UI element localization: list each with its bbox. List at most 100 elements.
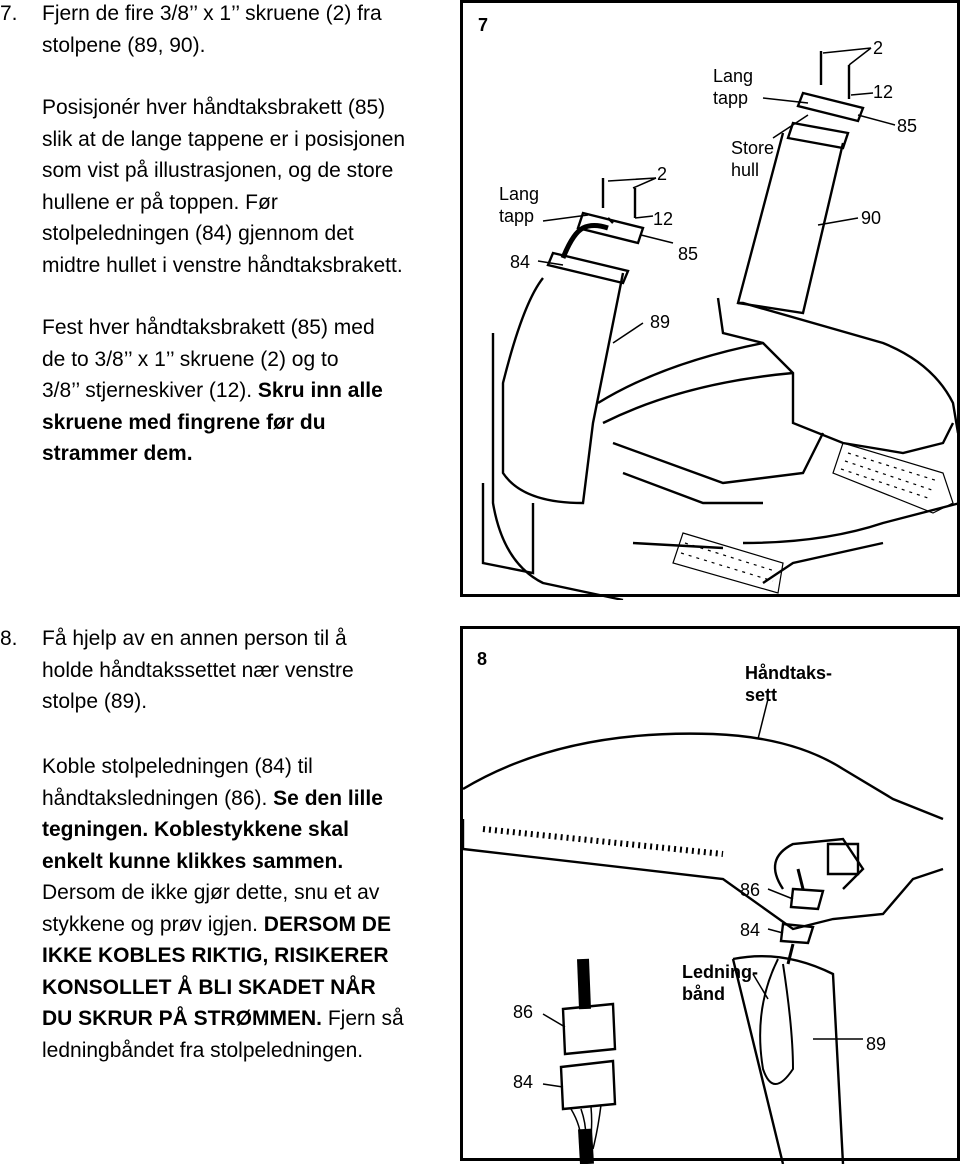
handlebar-bottom xyxy=(463,819,944,931)
deck-inner-1 xyxy=(612,432,825,485)
leader-85-right xyxy=(857,114,896,126)
callout-12-right: 12 xyxy=(873,82,894,102)
grip-pad-left xyxy=(672,532,784,594)
step-8-number: 8. xyxy=(0,627,18,650)
callout-handtakssett: Håndtaks- sett xyxy=(745,662,832,706)
leader-85-left xyxy=(640,234,674,244)
callout-lang-tapp-right: Lang tapp xyxy=(713,65,753,109)
figure-8-frame: 8 Håndtaks- sett 86 84 Ledning- bånd 89 … xyxy=(460,626,960,1164)
left-screws xyxy=(601,178,637,224)
text-line: DU SKRUR PÅ STRØMMEN. Fjern så xyxy=(42,1003,404,1035)
callout-store-hull: Store hull xyxy=(731,137,774,181)
text-line: Fjern de fire 3/8’’ x 1’’ skruene (2) fr… xyxy=(42,2,382,25)
leader-12-right xyxy=(850,92,874,96)
deck-inner-3 xyxy=(632,541,724,550)
callout-86-inset: 86 xyxy=(513,1002,534,1022)
inset-connector-84 xyxy=(559,1059,617,1111)
handlebar-vent xyxy=(482,826,724,857)
callout-90: 90 xyxy=(861,208,882,228)
text-line: slik at de lange tappene er i posisjonen xyxy=(42,127,406,151)
deck-rail-2 xyxy=(762,541,884,584)
callout-ledningband: Ledning- bånd xyxy=(682,961,758,1005)
figure-8-drawing xyxy=(463,698,944,1164)
handlebar-socket xyxy=(826,842,860,876)
callout-2-left: 2 xyxy=(657,164,668,184)
text-span: Fjern så xyxy=(322,1007,404,1030)
tie-strap xyxy=(759,958,795,1085)
leader-84-top xyxy=(767,928,784,934)
inset-wire-top xyxy=(577,958,591,1010)
right-screws xyxy=(819,51,851,99)
leader-86-inset xyxy=(542,1013,566,1028)
figure-7-number: 7 xyxy=(478,15,489,35)
callout-line: sett xyxy=(745,685,778,705)
bold-text: tegningen. Koblestykkene skal xyxy=(42,818,349,841)
right-upright-top xyxy=(786,121,850,150)
leader-handtakssett xyxy=(757,698,769,740)
text-span: 3/8’’ stjerneskiver (12). xyxy=(42,379,258,402)
leader-ledningband xyxy=(752,973,769,1000)
callout-line: Lang xyxy=(499,184,540,204)
inset-connector-86 xyxy=(561,1002,617,1056)
callout-lang-tapp-left: Lang tapp xyxy=(499,183,539,227)
text-line: ledningbåndet fra stolpeledningen. xyxy=(42,1038,364,1062)
callout-85-left: 85 xyxy=(678,244,699,264)
leader-lang-left xyxy=(542,214,589,222)
step-8-paragraph-2: Koble stolpeledningen (84) til håndtaksl… xyxy=(42,751,404,1066)
figure-7-frame: 7 Lang tapp 84 2 12 85 89 Lang tapp Stor… xyxy=(460,0,960,600)
text-line: Koble stolpeledningen (84) til xyxy=(42,755,313,778)
callout-line: tapp xyxy=(713,88,749,108)
figure-8-number: 8 xyxy=(477,649,488,669)
callout-2-right: 2 xyxy=(873,38,884,58)
bold-text: DU SKRUR PÅ STRØMMEN. xyxy=(42,1007,323,1030)
step-7-number: 7. xyxy=(0,2,18,25)
text-line: hullene er på toppen. Før xyxy=(42,190,278,214)
callout-line: tapp xyxy=(499,206,535,226)
wire-84 xyxy=(786,943,795,965)
leader-lang-right xyxy=(762,97,809,104)
callout-line: Ledning- xyxy=(682,962,758,982)
leader-84-inset xyxy=(542,1083,564,1088)
base-outline xyxy=(491,333,624,600)
deck-edge-1 xyxy=(597,341,764,405)
leader-2-left xyxy=(607,177,657,189)
bold-text: IKKE KOBLES RIKTIG, RISIKERER xyxy=(42,944,389,967)
right-bracket xyxy=(796,91,865,123)
connector-86 xyxy=(789,887,825,911)
leader-90 xyxy=(817,217,859,226)
text-line: som vist på illustrasjonen, og de store xyxy=(42,159,394,182)
callout-line: Store xyxy=(731,138,775,158)
callout-line: Lang xyxy=(713,66,754,86)
bold-text: DERSOM DE xyxy=(263,912,391,936)
text-line: Posisjonér hver håndtaksbrakett (85) xyxy=(42,96,386,119)
bold-text: Skru inn alle xyxy=(257,379,383,402)
text-line: stolpe (89). xyxy=(42,690,148,713)
upright-89 xyxy=(731,954,845,1164)
text-line: strammer dem. xyxy=(42,438,383,470)
callout-line: Håndtaks- xyxy=(745,663,833,683)
leader-2-right xyxy=(822,47,872,66)
callout-84: 84 xyxy=(510,252,531,272)
callout-89: 89 xyxy=(650,312,671,332)
handlebar-end xyxy=(773,837,865,890)
text-line: tegningen. Koblestykkene skal xyxy=(42,814,404,846)
callout-84-top: 84 xyxy=(740,920,761,940)
text-line: stykkene og prøv igjen. DERSOM DE xyxy=(42,909,404,941)
text-line: 3/8’’ stjerneskiver (12). Skru inn alle xyxy=(42,375,383,407)
callout-line: hull xyxy=(731,160,760,180)
deck-rail xyxy=(742,501,960,545)
step-7-paragraph-2: Posisjonér hver håndtaksbrakett (85) sli… xyxy=(42,92,405,281)
callout-84-inset: 84 xyxy=(513,1072,534,1092)
callout-85-right: 85 xyxy=(897,116,918,136)
text-line: håndtaksledningen (86). Se den lille xyxy=(42,783,404,815)
text-line: Dersom de ikke gjør dette, snu et av xyxy=(42,881,380,904)
text-span: stykkene og prøv igjen. xyxy=(42,912,264,936)
leader-12-left xyxy=(634,215,654,219)
right-upright xyxy=(736,132,845,315)
callout-line: bånd xyxy=(682,984,725,1004)
step-7-paragraph-3: Fest hver håndtaksbrakett (85) med de to… xyxy=(42,312,383,470)
handlebar-top xyxy=(463,732,944,821)
text-line: midtre hullet i venstre håndtaksbrakett. xyxy=(42,253,403,277)
inset-wire-bottom xyxy=(578,1128,594,1164)
leader-store-hull xyxy=(772,114,809,139)
